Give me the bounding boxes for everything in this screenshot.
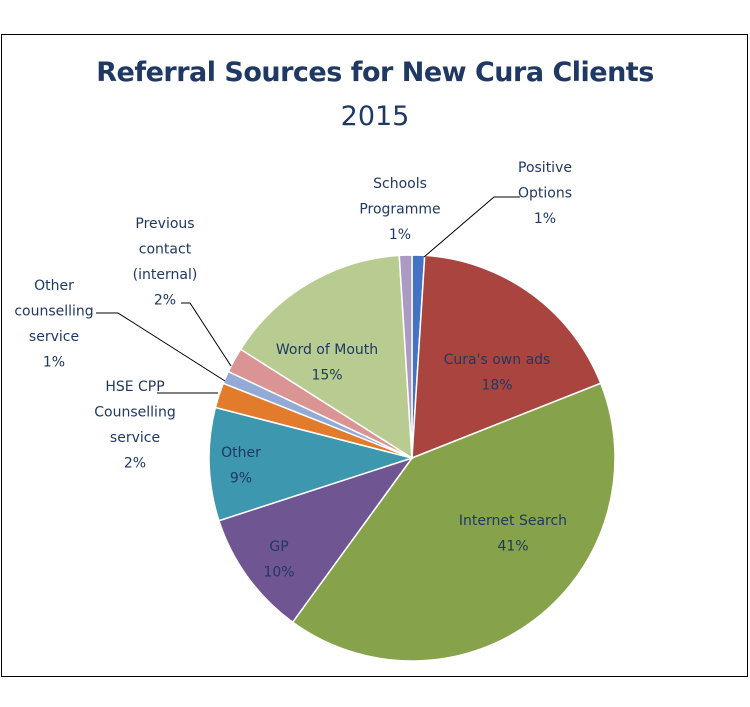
leader-line-6 bbox=[96, 312, 226, 382]
chart-subtitle: 2015 bbox=[340, 101, 410, 132]
pie-slice-8 bbox=[239, 254, 413, 460]
pie-slice-4 bbox=[208, 406, 415, 522]
leader-line-7 bbox=[181, 302, 232, 367]
pie-slice-1 bbox=[411, 254, 602, 460]
leader-line-0 bbox=[423, 196, 520, 258]
pie-slice-9 bbox=[398, 254, 413, 459]
pie-slices bbox=[208, 254, 616, 662]
leader-lines bbox=[96, 196, 520, 394]
chart-title: Referral Sources for New Cura Clients bbox=[96, 57, 654, 88]
pie-slice-2 bbox=[291, 382, 616, 662]
pie-slice-3 bbox=[217, 456, 414, 624]
